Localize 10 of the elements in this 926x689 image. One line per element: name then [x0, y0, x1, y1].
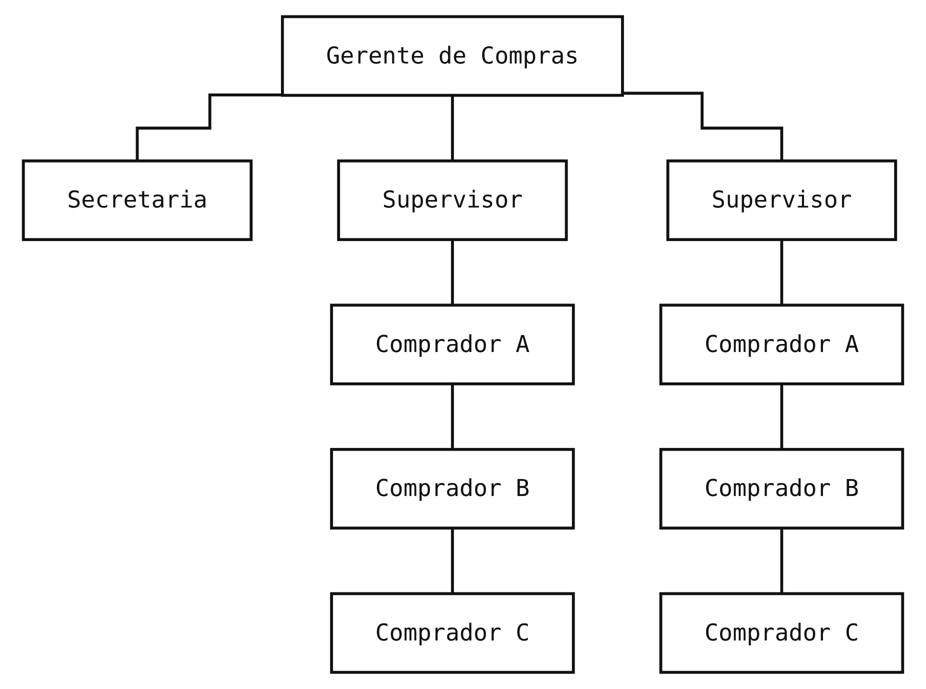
- node-box: Comprador B: [659, 448, 904, 530]
- node-box: Comprador A: [330, 304, 575, 386]
- node-box: Supervisor: [337, 159, 568, 242]
- node-box: Comprador C: [659, 592, 904, 674]
- node-box: Supervisor: [666, 159, 898, 242]
- node-box: Comprador A: [659, 304, 904, 386]
- node-box: Comprador B: [330, 448, 575, 530]
- node-box: Secretaria: [22, 159, 253, 242]
- node-box: Gerente de Compras: [280, 15, 624, 97]
- node-box: Comprador C: [330, 592, 575, 674]
